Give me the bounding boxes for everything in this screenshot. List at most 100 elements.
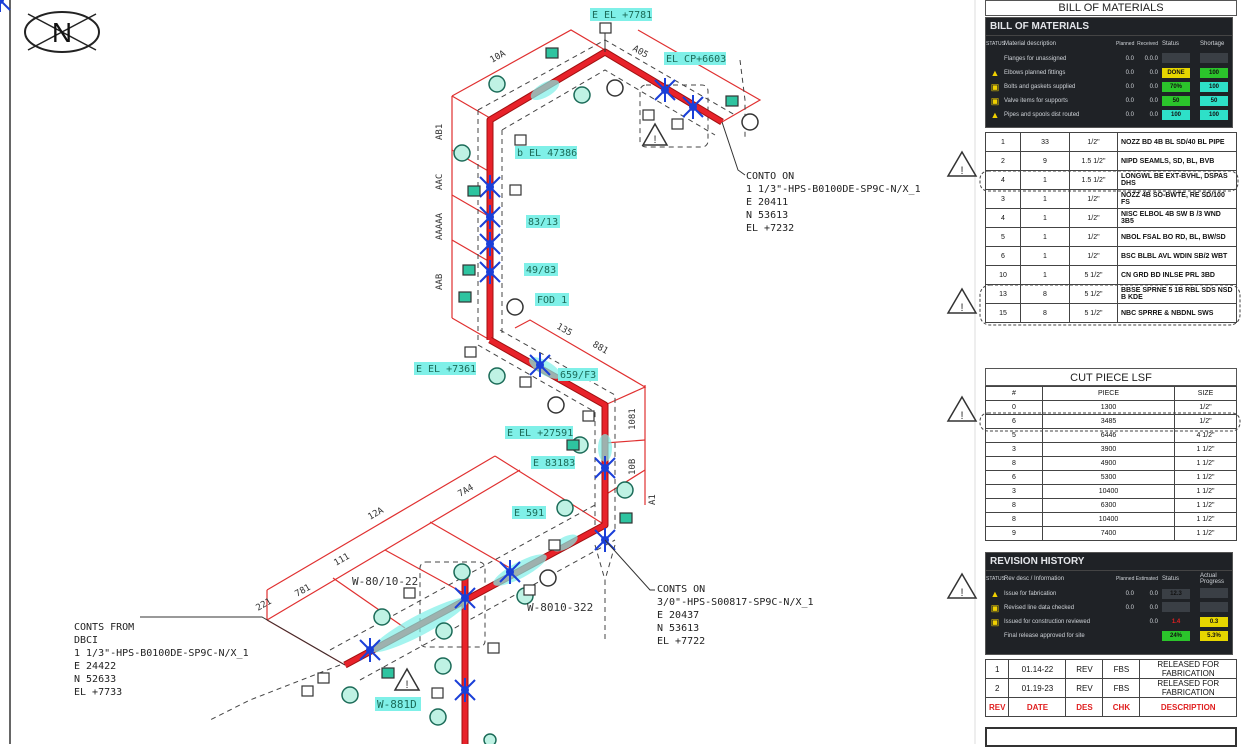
elevation-tag: 49/83 — [526, 265, 556, 276]
conts-from-line: EL +7733 — [74, 687, 122, 698]
warning-mark: ! — [960, 587, 963, 599]
status-chip: 1.4 — [1171, 619, 1181, 625]
col-header: DATE — [1008, 697, 1067, 717]
table-cell: 33 — [1020, 132, 1070, 152]
dim-text: 221 — [255, 597, 274, 614]
status-chip: 100 — [1200, 110, 1228, 120]
bom-title: BILL OF MATERIALS — [985, 0, 1237, 16]
table-cell: 1/2" — [1174, 400, 1237, 415]
table-cell: 8 — [985, 512, 1043, 527]
revision-dashboard-title: REVISION HISTORY — [986, 553, 1232, 571]
table-cell: 13 — [985, 284, 1021, 304]
warning-icons — [393, 122, 978, 691]
status-icon: ▣ — [990, 81, 1000, 92]
col-header: STATUS — [986, 41, 1005, 47]
table-cell: NOZZ BD 4B BL SD/40 BL PIPE — [1117, 132, 1237, 152]
table-cell: 5 1/2" — [1069, 265, 1118, 285]
dashboard-row: Flanges for unassigned 0.0 0.0.0 — [986, 52, 1232, 66]
row-value: 0.0 — [1125, 591, 1134, 597]
col-header: Received — [1137, 41, 1158, 47]
dim-text: AAB — [435, 274, 445, 290]
row-description: Valve items for supports — [1004, 98, 1068, 104]
col-header: SIZE — [1174, 386, 1237, 401]
conts-from-line: CONTS FROM — [74, 622, 134, 633]
table-cell: 1/2" — [1174, 414, 1237, 429]
table-cell: FBS — [1102, 678, 1141, 698]
table-cell: RELEASED FOR FABRICATION — [1139, 678, 1237, 698]
conts-from-line: N 52633 — [74, 674, 116, 685]
bom-dashboard-header: STATUS Material description Planned Rece… — [986, 36, 1232, 52]
warning-mark: ! — [960, 302, 963, 314]
elevation-tag: E 591 — [514, 508, 544, 519]
row-value: 0.0 — [1149, 605, 1158, 611]
row-value: 0.0 — [1149, 619, 1158, 625]
continuation-notes: CONTO ON 1 1/3"-HPS-B0100DE-SP9C-N/X_1 E… — [74, 171, 921, 698]
conts-top-line: E 20411 — [746, 197, 788, 208]
table-header-row: # PIECE SIZE — [985, 386, 1237, 401]
table-cell: 3 — [985, 189, 1021, 209]
table-cell: 2 — [985, 151, 1021, 171]
col-header: DES — [1065, 697, 1104, 717]
row-value: 0.0 — [1125, 56, 1134, 62]
status-chip — [1162, 53, 1190, 63]
table-cell: 10400 — [1042, 512, 1175, 527]
row-value: 0.0 — [1149, 70, 1158, 76]
dim-text: A05 — [631, 44, 650, 61]
elevation-tag: b EL 47386 — [517, 148, 577, 159]
col-header: Material description — [1004, 41, 1057, 47]
table-cell: 1 — [1020, 246, 1070, 266]
dashboard-row: ▣ Issued for construction reviewed 0.0 1… — [986, 615, 1232, 629]
table-cell: NIPD SEAMLS, SD, BL, BVB — [1117, 151, 1237, 171]
table-cell: 1 1/2" — [1174, 470, 1237, 485]
table-cell: 6 — [985, 246, 1021, 266]
row-description: Issue for fabrication — [1004, 591, 1057, 597]
col-header: PIECE — [1042, 386, 1175, 401]
table-cell: BSC BLBL AVL WDIN SB/2 WBT — [1117, 246, 1237, 266]
status-icon: ▣ — [990, 602, 1000, 613]
dim-text: AAC — [435, 174, 445, 190]
col-header: REV — [984, 697, 1010, 717]
table-cell: BBSE SPRNE 5 1B RBL SDS NSD B KDE — [1117, 284, 1237, 304]
row-value: 0.0.0 — [1144, 56, 1158, 62]
table-cell: NBOL FSAL BO RD, BL, BW/SD — [1117, 227, 1237, 247]
status-chip — [1200, 588, 1228, 598]
col-header: Planned — [1116, 576, 1135, 582]
table-cell: 1 — [1020, 189, 1070, 209]
square-tags — [301, 22, 739, 699]
revision-dashboard-header: STATUS Rev desc / Information Planned Es… — [986, 571, 1232, 587]
dashboard-row: ▲ Pipes and spools dist routed 0.0 0.0 1… — [986, 108, 1232, 122]
table-cell: 8 — [985, 456, 1043, 471]
table-cell: 1/2" — [1069, 208, 1118, 228]
table-cell: 5 1/2" — [1069, 303, 1118, 323]
table-cell: 0 — [985, 400, 1043, 415]
table-cell: 8 — [1020, 303, 1070, 323]
status-chip: 100 — [1200, 68, 1228, 78]
table-cell: 1 — [1020, 227, 1070, 247]
table-cell: 6446 — [1042, 428, 1175, 443]
row-value: 0.0 — [1149, 84, 1158, 90]
row-value: 0.0 — [1149, 98, 1158, 104]
table-cell: 5300 — [1042, 470, 1175, 485]
warning-mark: ! — [405, 679, 408, 691]
table-cell: REV — [1065, 659, 1104, 679]
col-header: Status — [1162, 41, 1180, 47]
row-value: 0.0 — [1125, 98, 1134, 104]
status-chip: 70% — [1162, 82, 1190, 92]
table-cell: 5 — [985, 428, 1043, 443]
status-chip: 0.3 — [1200, 617, 1228, 627]
